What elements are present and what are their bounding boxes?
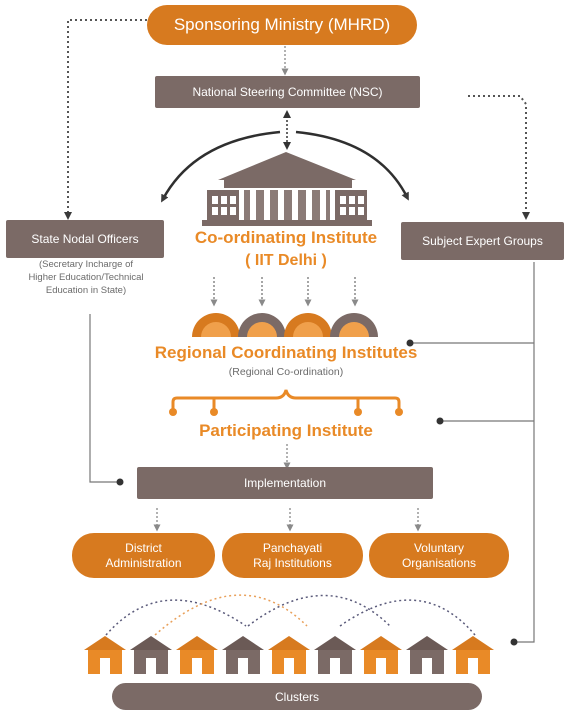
- clusters-label: Clusters: [274, 689, 319, 704]
- voluntary-organisations-box: Voluntary Organisations: [369, 533, 509, 578]
- nsc-to-experts-connector: [468, 95, 530, 220]
- coordinating-institute-sub: ( IIT Delhi ): [245, 252, 327, 269]
- subject-expert-groups-box: Subject Expert Groups: [401, 222, 564, 260]
- brace-dot-4: [395, 408, 403, 416]
- up-arrow-head: [283, 110, 291, 118]
- hut-icon-1: [84, 636, 126, 674]
- right-arc-arrow: [295, 130, 409, 201]
- state-note-line-1: (Secretary Incharge of: [39, 259, 133, 270]
- state-to-implementation-line: [89, 314, 120, 483]
- cluster-arc-4: [339, 599, 476, 636]
- state-line-dot: [116, 478, 124, 486]
- hut-icon-9: [452, 636, 494, 674]
- cluster-arc-1: [105, 599, 247, 636]
- coordinating-institute-title: Co-ordinating Institute: [194, 228, 378, 247]
- subject-expert-groups-label: Subject Expert Groups: [422, 234, 543, 248]
- institute-building-icon: [202, 152, 372, 226]
- brace-dot-1: [169, 408, 177, 416]
- cluster-arc-2: [154, 594, 308, 636]
- down-arrow-head: [283, 142, 291, 150]
- nsc-box: National Steering Committee (NSC): [155, 76, 420, 108]
- clusters-line-dot: [510, 638, 518, 646]
- panchayati-raj-box: Panchayati Raj Institutions: [222, 533, 363, 578]
- regional-brace: [171, 389, 401, 414]
- regional-line-dot: [406, 339, 414, 347]
- hut-icon-5: [268, 636, 310, 674]
- panchayati-line-2: Raj Institutions: [253, 555, 332, 570]
- voluntary-line-2: Organisations: [401, 555, 477, 570]
- hut-icon-6: [314, 636, 356, 674]
- hut-icon-4: [222, 636, 264, 674]
- state-nodal-officers-label: State Nodal Officers: [31, 232, 139, 246]
- state-nodal-officers-box: State Nodal Officers: [6, 220, 164, 258]
- state-note-line-2: Higher Education/Technical: [28, 272, 144, 283]
- sponsor-to-state-connector: [64, 19, 147, 220]
- experts-feedback-line: [514, 262, 535, 643]
- clusters-box: Clusters: [112, 683, 482, 710]
- hut-icon-8: [406, 636, 448, 674]
- participating-institute-title: Participating Institute: [199, 421, 373, 440]
- sponsoring-ministry-box: Sponsoring Ministry (MHRD): [147, 5, 417, 45]
- participating-line-dot: [436, 417, 444, 425]
- regional-institutes-title: Regional Coordinating Institutes: [154, 343, 418, 362]
- left-arc-arrow: [161, 130, 281, 203]
- nsc-label: National Steering Committee (NSC): [192, 85, 383, 99]
- implementation-label: Implementation: [243, 476, 327, 490]
- district-line-2: Administration: [105, 555, 182, 570]
- hut-icon-3: [176, 636, 218, 674]
- panchayati-line-1: Panchayati: [262, 540, 323, 555]
- regional-institutes-icon: [192, 313, 378, 337]
- voluntary-line-1: Voluntary: [413, 540, 465, 555]
- hut-icon-7: [360, 636, 402, 674]
- hut-icon-2: [130, 636, 172, 674]
- sponsoring-ministry-label: Sponsoring Ministry (MHRD): [173, 15, 391, 34]
- state-nodal-note: (Secretary Incharge of Higher Education/…: [4, 258, 168, 297]
- district-administration-box: District Administration: [72, 533, 215, 578]
- district-line-1: District: [125, 540, 162, 555]
- state-note-line-3: Education in State): [45, 285, 127, 296]
- regional-institutes-sub: (Regional Co-ordination): [228, 366, 344, 378]
- implementation-box: Implementation: [137, 467, 433, 499]
